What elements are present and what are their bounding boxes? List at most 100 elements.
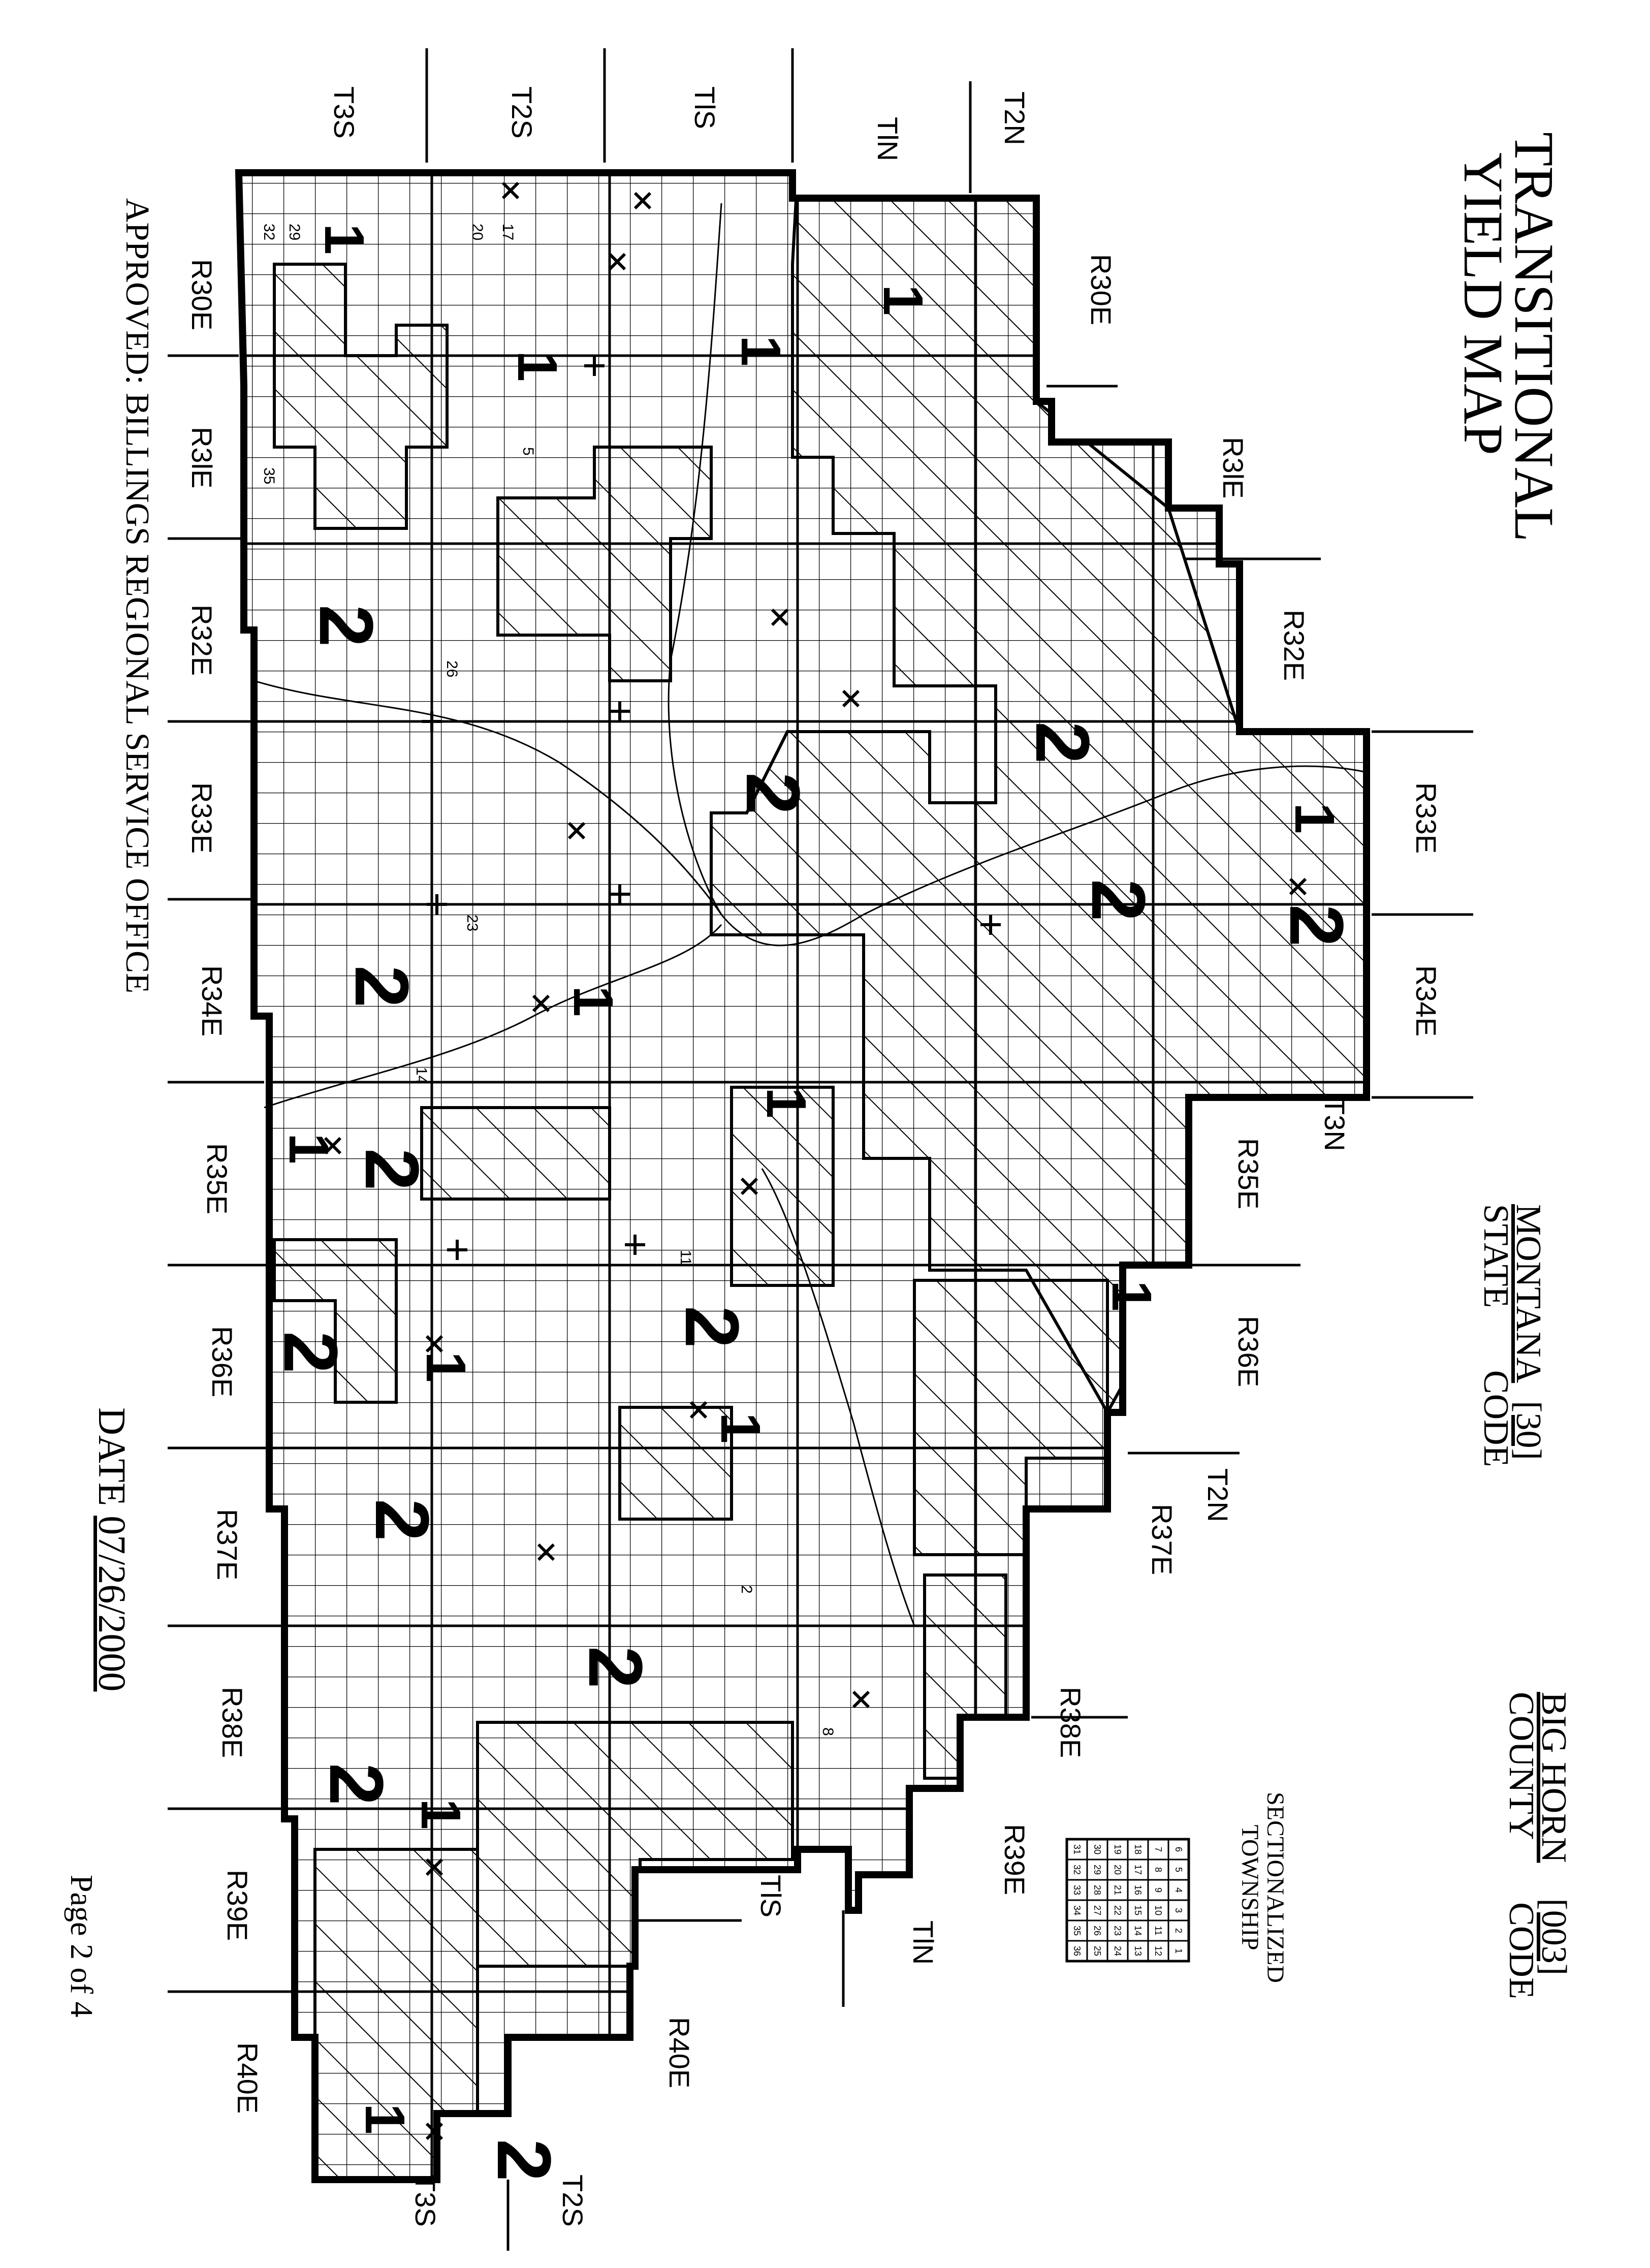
- label-r37e-left: R37E: [211, 1509, 243, 1581]
- date-block: DATE 07/26/2000: [90, 1407, 133, 1854]
- legend-cell: 25: [1092, 1945, 1102, 1957]
- plus-marker: [980, 915, 1001, 935]
- legend-cell: 32: [1072, 1864, 1082, 1875]
- label-r33e-right: R33E: [1410, 782, 1442, 854]
- section-number: 35: [261, 467, 277, 484]
- zone-label-1: 1: [354, 2103, 416, 2134]
- label-r40e-left: R40E: [232, 2042, 264, 2114]
- zone-numerals: 1 1 1 1 1 1 1 1 1 1 1 1 1 2 2 2 2 2 2 2 …: [268, 224, 1359, 2181]
- label-r36e-left: R36E: [206, 1326, 238, 1398]
- plus-marker: [610, 884, 630, 904]
- state-code-label: CODE: [1476, 1370, 1515, 1467]
- legend-cell: 28: [1092, 1884, 1102, 1896]
- legend-cell: 5: [1173, 1867, 1184, 1872]
- x-marker: [852, 1690, 870, 1709]
- legend-cell: 7: [1153, 1846, 1163, 1852]
- section-number: 20: [469, 224, 486, 240]
- section-number: 14: [413, 1067, 430, 1084]
- section-number: 2: [738, 1585, 755, 1594]
- plus-marker: [625, 1235, 645, 1255]
- legend-grid: [1065, 1838, 1190, 1963]
- section-number: 11: [677, 1250, 694, 1266]
- legend-cell: 27: [1092, 1905, 1102, 1916]
- zone-region: [913, 1279, 1109, 1556]
- zone-label-1: 1: [872, 285, 934, 316]
- zone-label-2: 2: [1076, 879, 1161, 921]
- zone-label-2: 2: [1274, 904, 1359, 947]
- zone-label-2: 2: [573, 1646, 658, 1688]
- legend-cell: 10: [1153, 1905, 1163, 1916]
- label-r32e-right: R32E: [1278, 610, 1310, 681]
- zone-label-1: 1: [709, 1412, 772, 1443]
- legend-cell: 26: [1092, 1925, 1102, 1936]
- road: [761, 1168, 915, 1626]
- x-marker: [771, 608, 789, 626]
- zone-label-1: 1: [729, 335, 792, 366]
- legend-cell: 31: [1072, 1844, 1082, 1855]
- zone-region: [420, 1106, 611, 1201]
- label-t1n-right: TlN: [907, 1920, 939, 1965]
- legend-cell: 33: [1072, 1884, 1082, 1896]
- zone-region: [496, 446, 713, 682]
- legend-cell: 14: [1133, 1925, 1143, 1936]
- zone-label-1: 1: [562, 986, 624, 1017]
- legend-cell: 36: [1072, 1945, 1082, 1957]
- zone-label-1: 1: [1283, 803, 1346, 834]
- legend-cell: 15: [1133, 1905, 1143, 1916]
- zone-region: [273, 263, 449, 530]
- section-number-labels: 32 29 20 17 5 35 26 23 14 11 2 8: [261, 224, 836, 1736]
- label-r39e-left: R39E: [221, 1870, 253, 1941]
- legend-cell: 1: [1173, 1948, 1184, 1954]
- section-number: 29: [286, 224, 303, 240]
- river: [253, 680, 1367, 947]
- x-markers: [324, 181, 1307, 2140]
- legend-cell: 23: [1113, 1925, 1123, 1936]
- x-marker: [633, 192, 652, 210]
- zone-label-1: 1: [415, 1351, 477, 1382]
- county-block: BIG HORN [003] COUNTY CODE: [1499, 1692, 1573, 2017]
- legend-cell: 24: [1113, 1945, 1123, 1957]
- label-t2n-right: T2N: [1202, 1468, 1234, 1522]
- legend-title-line-1: SECTIONALIZED: [1262, 1792, 1289, 1983]
- zone-label-1: 1: [409, 1799, 472, 1830]
- plus-markers: [422, 356, 1001, 1260]
- x-marker: [1289, 877, 1307, 896]
- plus-marker: [584, 356, 605, 376]
- zone-label-2: 2: [360, 1499, 445, 1541]
- label-r38e-right: R38E: [1055, 1687, 1087, 1758]
- legend-cell: 11: [1153, 1926, 1163, 1936]
- section-number: 23: [464, 915, 481, 931]
- label-t3s-top: T3S: [328, 86, 360, 139]
- label-r33e-left: R33E: [186, 782, 218, 854]
- page-number: Page 2 of 4: [64, 1875, 99, 2018]
- label-t1n-top: TlN: [872, 117, 904, 162]
- section-number: 32: [261, 224, 277, 240]
- label-r32e-left: R32E: [186, 605, 218, 676]
- label-r31e-left: R3lE: [186, 427, 218, 489]
- section-number: 5: [520, 447, 536, 456]
- x-marker: [425, 1858, 443, 1876]
- legend-cell: 13: [1133, 1945, 1143, 1957]
- label-t3n-right: T3N: [1319, 1097, 1351, 1151]
- legend-cell: 29: [1092, 1864, 1102, 1875]
- section-number: 26: [443, 660, 460, 677]
- river: [264, 924, 722, 1109]
- plus-marker: [427, 894, 447, 915]
- legend-cell: 17: [1133, 1864, 1143, 1875]
- legend-cell: 34: [1072, 1905, 1082, 1916]
- legend-cell: 4: [1173, 1887, 1184, 1893]
- zone-region: [273, 1238, 398, 1404]
- legend-cell: 12: [1153, 1945, 1163, 1957]
- label-t3s-bottom: T3S: [409, 2175, 441, 2227]
- rivers: [253, 203, 1367, 1626]
- hatched-zones: [273, 173, 1367, 2180]
- zone-region: [730, 1086, 835, 1287]
- zone-label-2: 2: [314, 1763, 399, 1805]
- zone-label-2: 2: [304, 605, 389, 647]
- plus-marker: [447, 1240, 467, 1260]
- legend-title: SECTIONALIZED TOWNSHIP: [1232, 1776, 1289, 1999]
- legend-cell: 35: [1072, 1925, 1082, 1936]
- label-t2s-top: T2S: [506, 86, 538, 139]
- legend-cell: 3: [1173, 1907, 1184, 1913]
- date-label: DATE: [90, 1407, 133, 1506]
